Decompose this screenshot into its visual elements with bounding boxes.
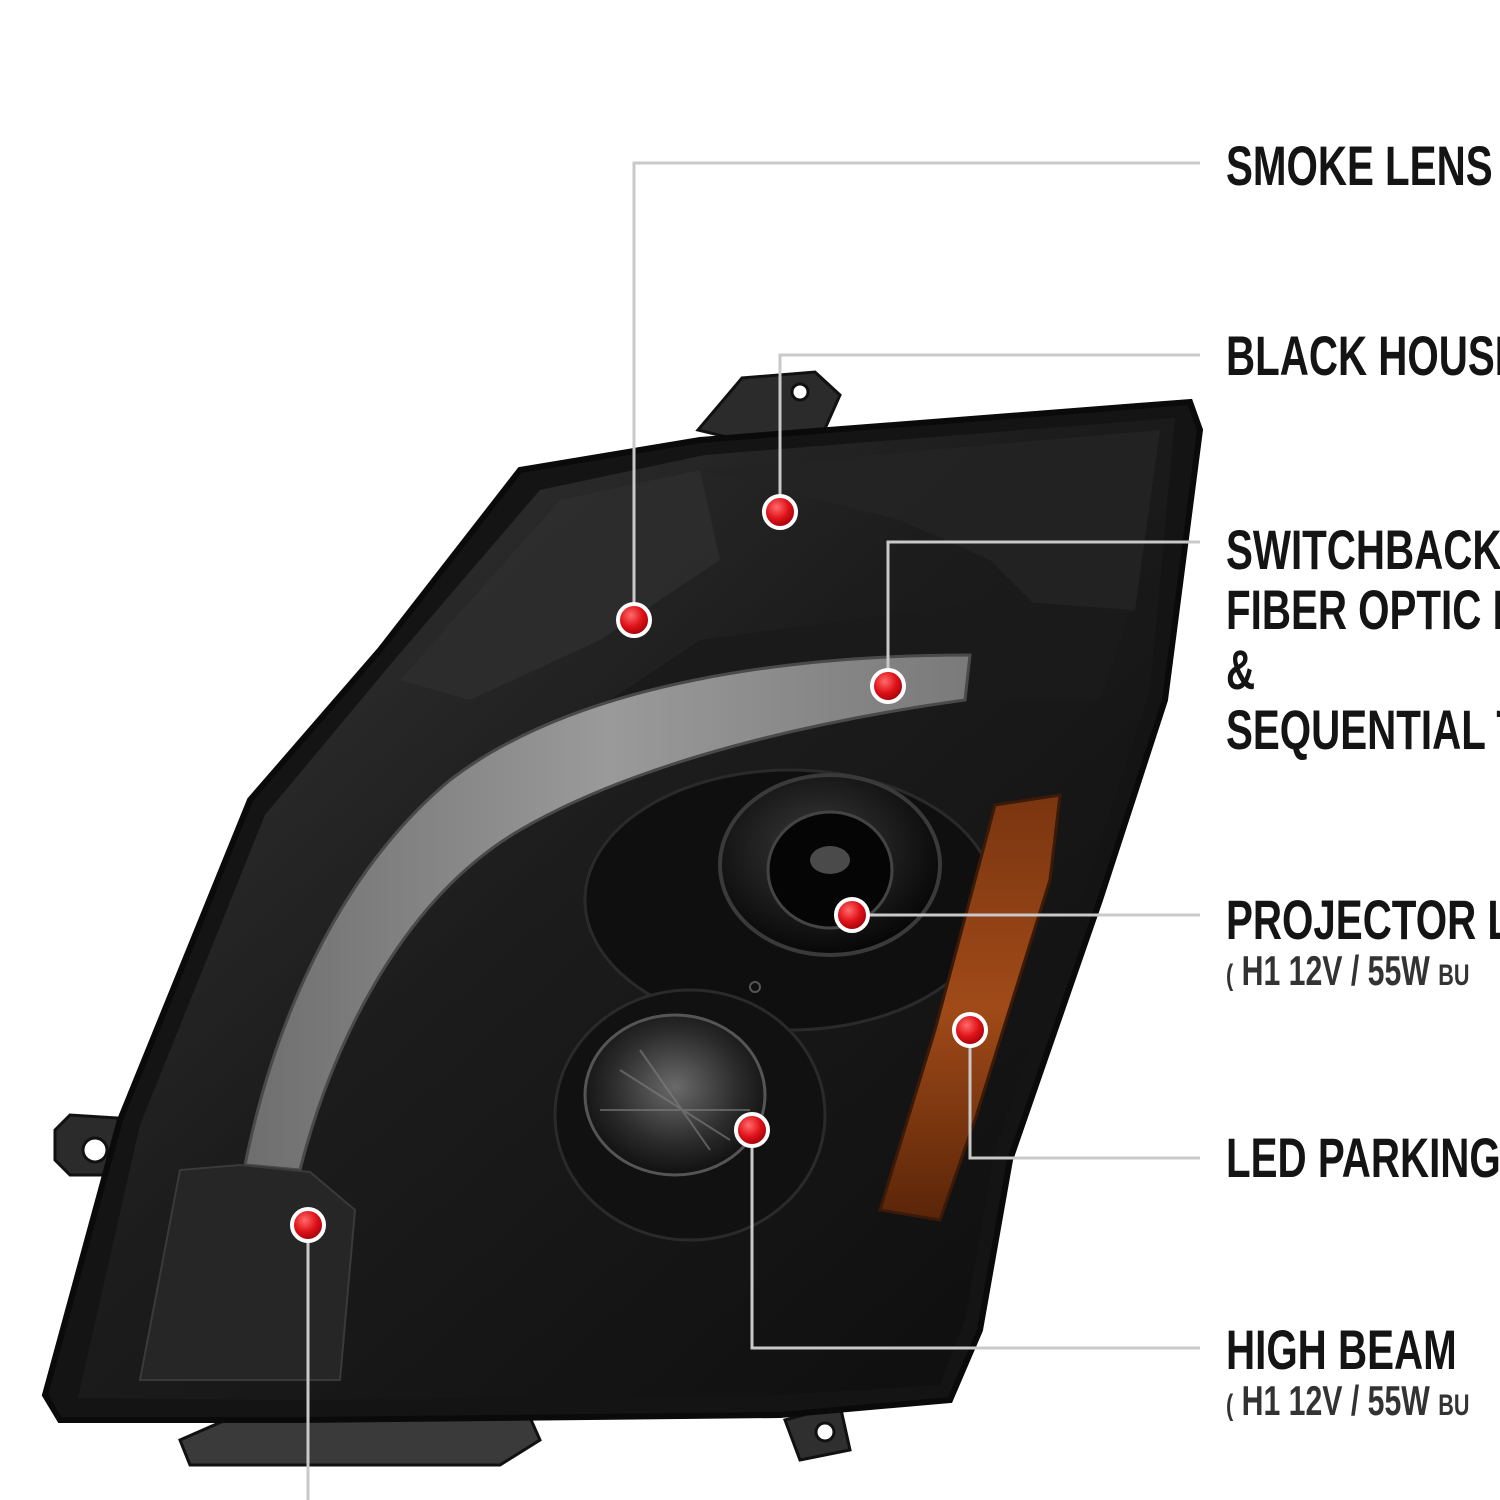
label-switchback-line3: & xyxy=(1226,638,1256,701)
red-dot-marker-icon xyxy=(870,668,906,704)
red-dot-marker-icon xyxy=(616,602,652,638)
spec-value: H1 12V / 55W xyxy=(1241,947,1430,994)
spec-paren: ( xyxy=(1226,1389,1234,1422)
red-dot-marker-icon xyxy=(762,494,798,530)
spec-tail: BU xyxy=(1438,1389,1470,1422)
upper-reflector xyxy=(700,430,1160,630)
label-switchback-line4: SEQUENTIAL TU xyxy=(1226,698,1500,761)
red-dot-marker-icon xyxy=(834,897,870,933)
spec-value: H1 12V / 55W xyxy=(1241,1377,1430,1424)
amber-reflector xyxy=(878,793,1062,1222)
high-beam xyxy=(553,988,827,1242)
label-high-beam-spec: ( H1 12V / 55W BU xyxy=(1226,1380,1469,1422)
label-switchback: SWITCHBACK FIBER OPTIC LE & SEQUENTIAL T… xyxy=(1226,520,1500,760)
leader-line-switchback xyxy=(886,540,1200,686)
leader-lines xyxy=(306,161,1200,1500)
label-projector-low: PROJECTOR LO xyxy=(1226,888,1500,951)
red-dot-marker-icon xyxy=(290,1207,326,1243)
leader-line-high-beam xyxy=(750,1130,1200,1350)
spec-paren: ( xyxy=(1226,959,1234,992)
leader-line-smoke-lens xyxy=(632,161,1200,620)
label-switchback-line1: SWITCHBACK xyxy=(1226,518,1500,581)
spec-tail: BU xyxy=(1438,959,1470,992)
red-dot-marker-icon xyxy=(952,1012,988,1048)
label-switchback-line2: FIBER OPTIC LE xyxy=(1226,578,1500,641)
red-dot-marker-icon xyxy=(734,1112,770,1148)
label-led-parking: LED PARKING L xyxy=(1226,1126,1500,1189)
label-projector-low-spec: ( H1 12V / 55W BU xyxy=(1226,950,1469,992)
label-smoke-lens: SMOKE LENS xyxy=(1226,134,1493,197)
label-black-housing: BLACK HOUSIN xyxy=(1226,324,1500,387)
markers xyxy=(290,494,988,1243)
projector-low-beam xyxy=(583,768,997,1032)
leader-line-black-housing xyxy=(778,353,1200,512)
label-high-beam: HIGH BEAM xyxy=(1226,1318,1457,1381)
leader-line-parking xyxy=(968,1030,1200,1160)
